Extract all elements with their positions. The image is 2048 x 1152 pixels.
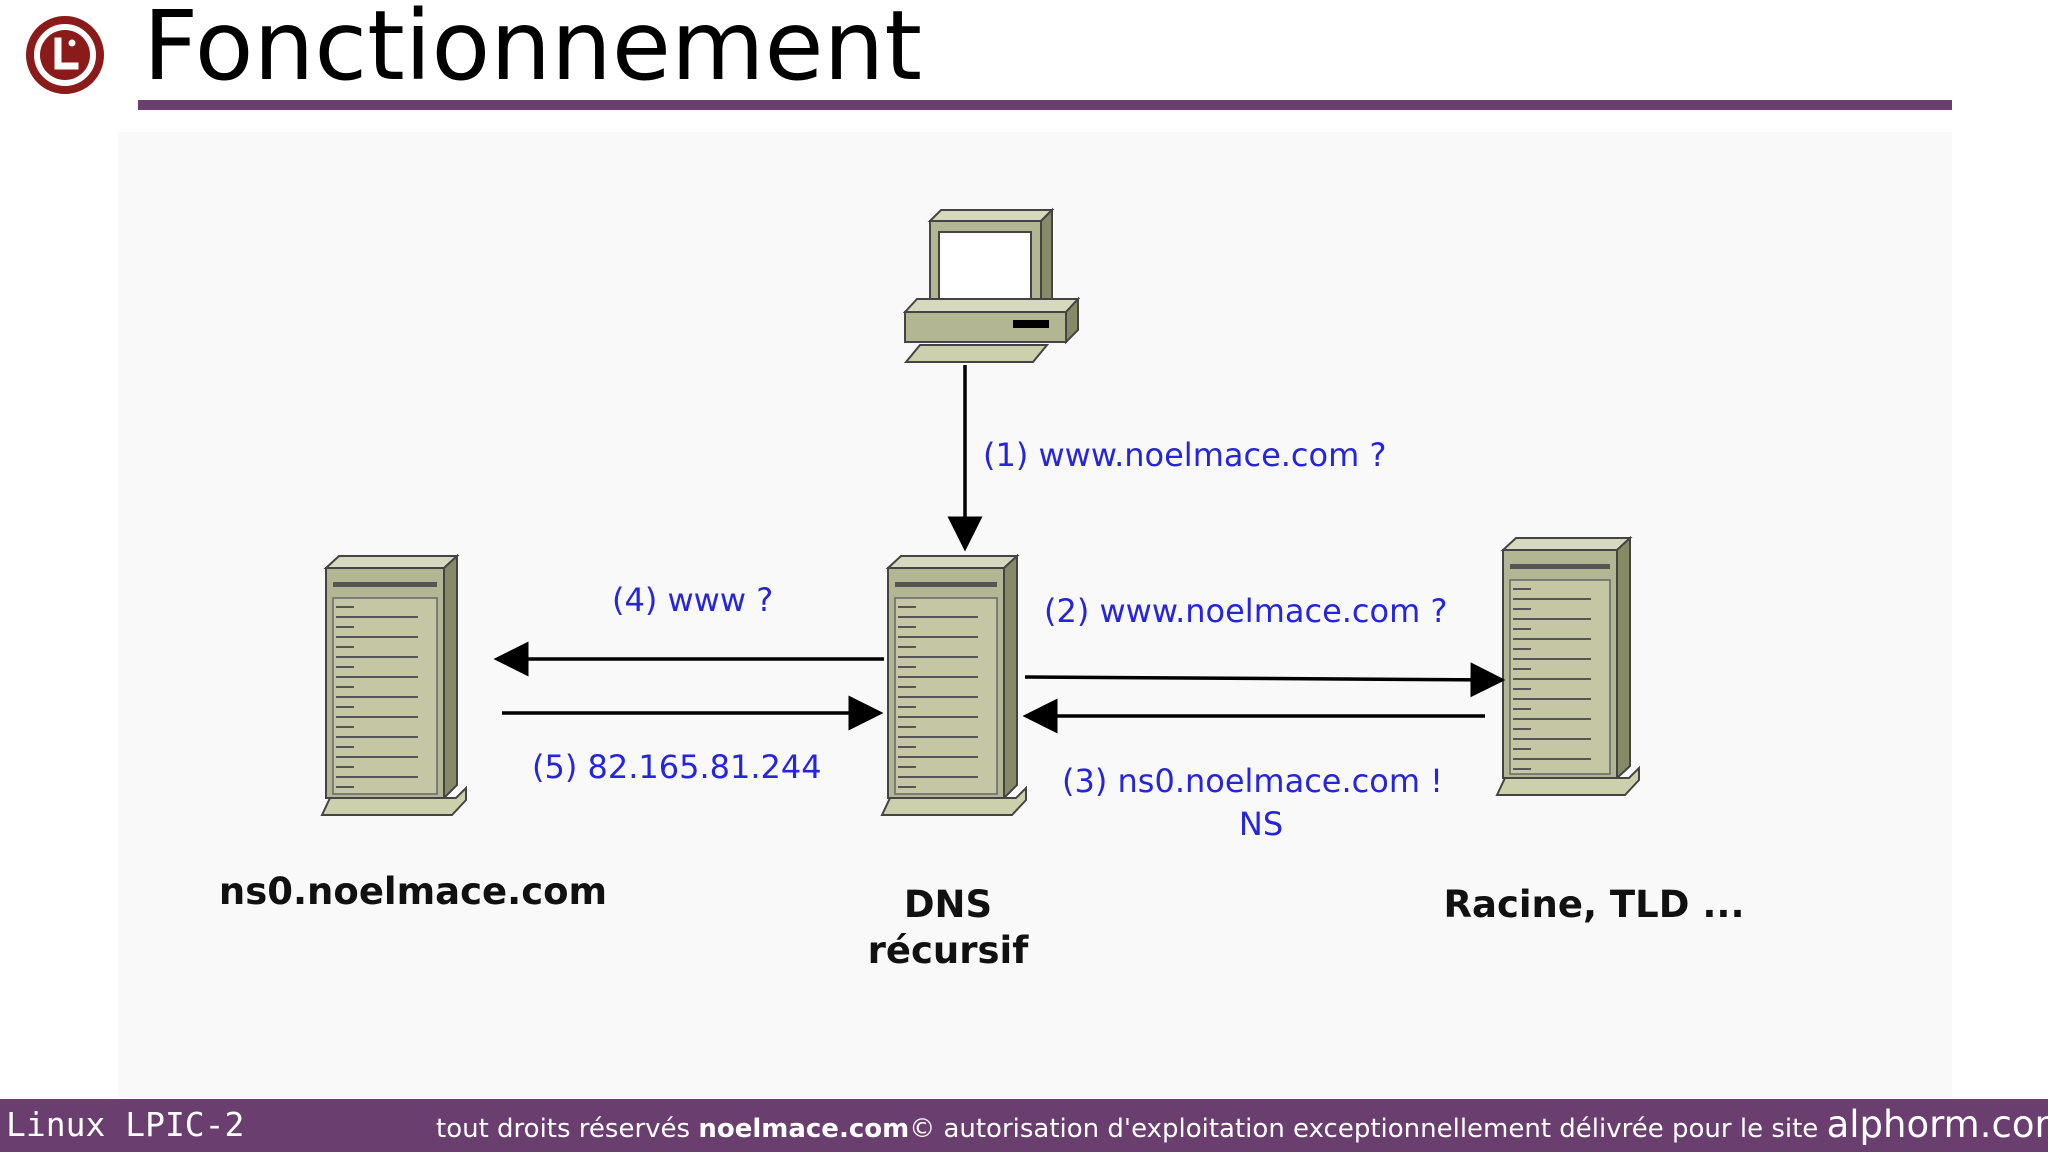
- footer-site: alphorm.com: [1826, 1103, 2048, 1146]
- label-query-4: (4) www ?: [612, 581, 773, 619]
- node-label-racine: Racine, TLD ...: [1443, 883, 1744, 926]
- label-answer-3-ns: NS: [1239, 805, 1283, 843]
- footer-rights-prefix: tout droits réservés: [436, 1114, 699, 1144]
- footer-rights-suffix: © autorisation d'exploitation exceptionn…: [909, 1114, 1827, 1144]
- server-icon: [1495, 535, 1640, 796]
- label-query-2: (2) www.noelmace.com ?: [1044, 592, 1447, 630]
- computer-icon: [902, 207, 1081, 363]
- title-divider: [138, 100, 1952, 110]
- logo-icon: [26, 16, 104, 94]
- server-icon: [880, 553, 1027, 816]
- node-label-dns: DNS: [904, 883, 992, 926]
- footer-course: Linux LPIC-2: [6, 1105, 245, 1144]
- label-answer-5: (5) 82.165.81.244: [532, 748, 822, 786]
- node-label-ns0: ns0.noelmace.com: [219, 870, 607, 913]
- node-label-recursif: récursif: [868, 929, 1030, 972]
- footer-bar: Linux LPIC-2 tout droits réservés noelma…: [0, 1099, 2048, 1152]
- footer-rights-owner: noelmace.com: [698, 1114, 910, 1144]
- label-query-1: (1) www.noelmace.com ?: [983, 436, 1386, 474]
- dns-diagram: (1) www.noelmace.com ? (4) www ? (2) www…: [219, 207, 1745, 972]
- page-title: Fonctionnement: [143, 0, 923, 102]
- server-icon: [320, 553, 467, 816]
- label-answer-3: (3) ns0.noelmace.com !: [1062, 762, 1443, 800]
- arrow-query-2: [1024, 662, 1506, 698]
- footer-copyright: tout droits réservés noelmace.com© autor…: [436, 1105, 2048, 1149]
